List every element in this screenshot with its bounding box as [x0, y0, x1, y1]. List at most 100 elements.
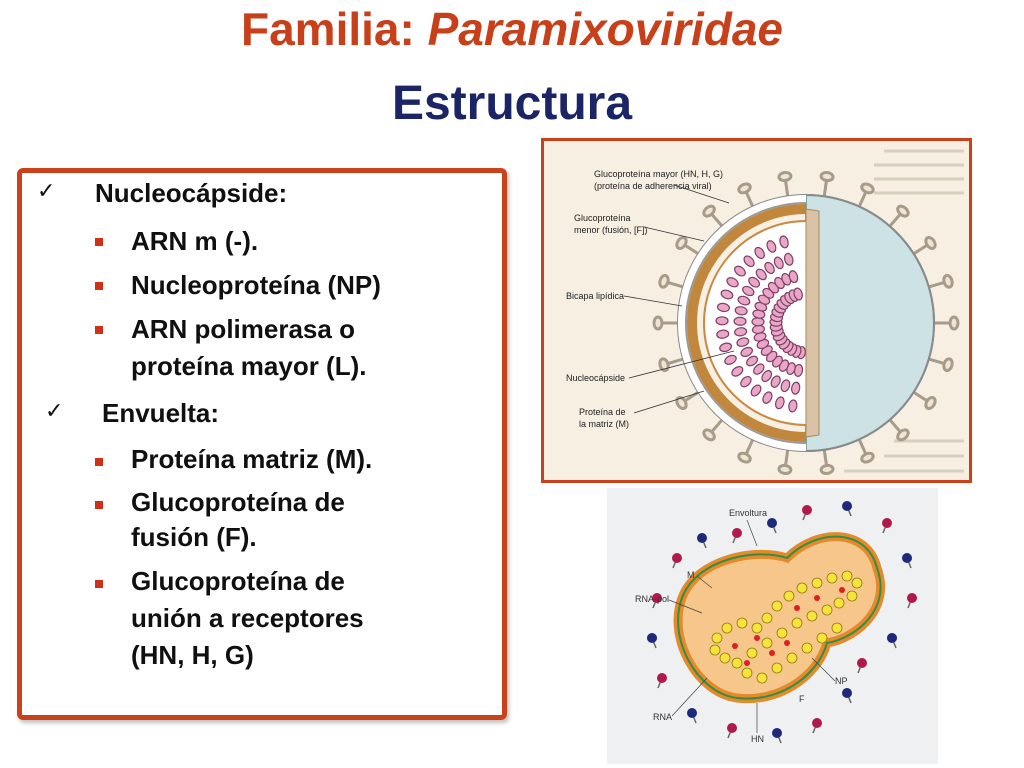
np-bead-icon	[721, 622, 733, 634]
polymerase-dot-icon	[769, 650, 775, 656]
spike-head-icon	[675, 396, 688, 411]
label-glycoprotein-minor-2: menor (fusión, [F])	[574, 225, 648, 235]
virus-diagram: Glucoproteína mayor (HN, H, G) (proteína…	[544, 141, 969, 480]
polymerase-dot-icon	[732, 643, 738, 649]
nucleoprotein-bead-icon	[791, 381, 801, 395]
polymerase-dot-icon	[754, 635, 760, 641]
polymerase-dot-icon	[794, 605, 800, 611]
spike-head-icon	[658, 273, 670, 289]
list-item: Proteína matriz (M).	[131, 444, 373, 474]
np-bead-icon	[746, 647, 758, 659]
spike-head-icon	[687, 708, 697, 718]
np-bead-icon	[741, 667, 753, 679]
nucleoprotein-bead-icon	[740, 376, 752, 388]
nucleoprotein-bead-icon	[731, 366, 744, 377]
section-heading-envuelta: Envuelta:	[102, 398, 220, 428]
spike-head-icon	[902, 553, 912, 563]
square-bullet-icon	[95, 326, 103, 334]
bullet-box	[17, 168, 507, 720]
list-item: (HN, H, G)	[131, 640, 254, 670]
list-item: ARN polimerasa o	[131, 314, 355, 344]
nucleoprotein-bead-icon	[764, 261, 775, 275]
spike-head-icon	[842, 501, 852, 511]
spike-head-icon	[896, 428, 910, 442]
spike-head-icon	[767, 518, 777, 528]
nucleoprotein-bead-icon	[788, 399, 798, 413]
np-bead-icon	[736, 617, 748, 629]
spike-head-icon	[802, 505, 812, 515]
spike-head-icon	[860, 451, 875, 464]
nucleoprotein-bead-icon	[743, 255, 755, 268]
polymerase-dot-icon	[784, 640, 790, 646]
label-glycoprotein-major-2: (proteína de adherencia viral)	[594, 181, 712, 191]
spike-head-icon	[942, 357, 954, 373]
spike-head-icon	[777, 170, 793, 183]
nucleoprotein-bead-icon	[748, 276, 761, 288]
spike-head-icon	[777, 463, 793, 476]
spike-head-icon	[672, 553, 682, 563]
spike-head-icon	[924, 396, 937, 411]
nucleoprotein-bead-icon	[783, 252, 794, 266]
np-bead-icon	[811, 577, 823, 589]
np-bead-icon	[761, 612, 773, 624]
spike-head-icon	[842, 688, 852, 698]
polymerase-dot-icon	[814, 595, 820, 601]
nucleoprotein-bead-icon	[755, 268, 767, 281]
label-nucleocapsid: Nucleocápside	[566, 373, 625, 383]
spike-head-icon	[860, 182, 875, 195]
np-bead-icon	[796, 582, 808, 594]
np-bead-icon	[771, 600, 783, 612]
np-bead-icon	[719, 652, 731, 664]
spike-head-icon	[812, 718, 822, 728]
spike-head-icon	[727, 723, 737, 733]
spike-head-icon	[647, 633, 657, 643]
label-f: F	[799, 694, 805, 704]
label-lipid-bilayer: Bicapa lipídica	[566, 291, 624, 301]
nucleoprotein-bead-icon	[788, 270, 799, 284]
label-hn: HN	[751, 734, 764, 744]
title-family: Paramixoviridae	[427, 3, 784, 55]
nucleoprotein-bead-icon	[780, 379, 791, 393]
spike-head-icon	[697, 533, 707, 543]
slide-subtitle: Estructura	[391, 77, 633, 130]
label-matrix-protein-2: la matriz (M)	[579, 419, 629, 429]
np-bead-icon	[786, 652, 798, 664]
label-envoltura: Envoltura	[729, 508, 767, 518]
spike-head-icon	[948, 315, 960, 331]
np-bead-icon	[851, 577, 863, 589]
np-bead-icon	[833, 597, 845, 609]
nucleoprotein-bead-icon	[740, 346, 753, 357]
square-bullet-icon	[95, 501, 103, 509]
np-bead-icon	[756, 672, 768, 684]
spike-head-icon	[702, 204, 716, 218]
nucleoprotein-bead-icon	[737, 295, 751, 306]
nucleoprotein-bead-icon	[720, 289, 734, 300]
nucleoprotein-bead-icon	[719, 342, 733, 353]
nucleoprotein-bead-icon	[770, 375, 781, 388]
check-icon: ✓	[45, 398, 64, 423]
label-np: NP	[835, 676, 848, 686]
polymerase-dot-icon	[744, 660, 750, 666]
virus-schematic: Envoltura M RNA-pol NP F RNA HN	[607, 488, 938, 764]
title-prefix: Familia:	[240, 3, 428, 55]
check-icon: ✓	[37, 178, 56, 203]
nucleoprotein-bead-icon	[773, 256, 784, 270]
virus-structure-figure: Glucoproteína mayor (HN, H, G) (proteína…	[541, 138, 972, 483]
list-item: Glucoproteína de	[131, 566, 345, 596]
nucleoprotein-bead-icon	[734, 265, 746, 277]
nucleoprotein-bead-icon	[716, 329, 730, 339]
list-item: proteína mayor (L).	[131, 351, 367, 381]
spike-head-icon	[924, 235, 937, 250]
nucleoprotein-bead-icon	[726, 277, 739, 288]
square-bullet-icon	[95, 282, 103, 290]
np-bead-icon	[821, 604, 833, 616]
np-bead-icon	[846, 590, 858, 602]
section-heading-nucleocapside: Nucleocápside:	[95, 178, 288, 208]
spike-head-icon	[702, 428, 716, 442]
spike-head-icon	[819, 463, 835, 476]
spike-head-icon	[675, 235, 688, 250]
spike-head-icon	[652, 315, 664, 331]
polymerase-dot-icon	[839, 587, 845, 593]
nucleoprotein-bead-icon	[736, 337, 750, 347]
nucleoprotein-bead-icon	[733, 316, 747, 326]
